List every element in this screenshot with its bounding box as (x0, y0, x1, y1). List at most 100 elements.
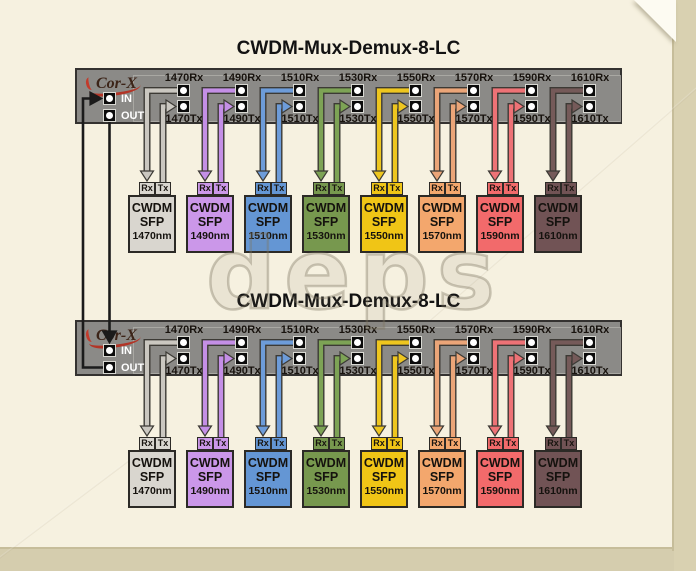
sfp-line: CWDM (247, 456, 289, 470)
page-margin-bottom (0, 549, 674, 571)
channel-tx-port (293, 100, 306, 113)
sfp-line: CWDM (305, 201, 347, 215)
sfp-rx-connector: Rx (255, 182, 271, 195)
sfp-line: CWDM (131, 456, 173, 470)
in-port (103, 92, 116, 105)
sfp-line: CWDM (247, 201, 289, 215)
card-edge-bottom (0, 547, 674, 549)
sfp-rx-connector: Rx (429, 437, 445, 450)
channel-tx-label: 1570Tx (455, 365, 493, 377)
sfp-line: CWDM (479, 456, 521, 470)
channel-tx-port (583, 100, 596, 113)
channel-rx-label: 1590Rx (512, 72, 552, 84)
device-title: CWDM-Mux-Demux-8-LC (236, 38, 461, 59)
sfp-rx-connector: Rx (139, 182, 155, 195)
in-label: IN (121, 93, 132, 105)
channel-rx-label: 1610Rx (570, 324, 610, 336)
sfp-line: SFP (429, 470, 455, 484)
channel-rx-label: 1470Rx (164, 72, 204, 84)
channel-rx-port (293, 84, 306, 97)
channel-rx-label: 1570Rx (454, 324, 494, 336)
card-edge-right (672, 0, 674, 551)
sfp-line: 1570nm (422, 485, 462, 497)
channel-tx-label: 1470Tx (165, 365, 203, 377)
channel-rx-label: 1470Rx (164, 324, 204, 336)
channel-tx-port (467, 100, 480, 113)
out-label: OUT (121, 362, 145, 374)
channel-rx-port (525, 336, 538, 349)
sfp-line: 1510nm (248, 230, 288, 242)
sfp-rx-connector: Rx (197, 437, 213, 450)
channel-tx-port (351, 100, 364, 113)
device-title: CWDM-Mux-Demux-8-LC (236, 291, 461, 312)
sfp-rx-connector: Rx (545, 182, 561, 195)
brand-text: Cor-X (96, 75, 137, 92)
channel-tx-label: 1470Tx (165, 113, 203, 125)
sfp-line: SFP (255, 470, 281, 484)
sfp-line: 1570nm (422, 230, 462, 242)
sfp-tx-connector: Tx (213, 182, 229, 195)
sfp-line: 1530nm (306, 230, 346, 242)
sfp-line: SFP (313, 215, 339, 229)
sfp-line: CWDM (189, 201, 231, 215)
channel-rx-port (177, 336, 190, 349)
channel-rx-label: 1550Rx (396, 72, 436, 84)
channel-tx-label: 1590Tx (513, 113, 551, 125)
channel-tx-label: 1530Tx (339, 113, 377, 125)
sfp-tx-connector: Tx (387, 182, 403, 195)
channel-rx-label: 1590Rx (512, 324, 552, 336)
channel-tx-label: 1610Tx (571, 365, 609, 377)
sfp-tx-connector: Tx (561, 437, 577, 450)
page-corner-fold (634, 0, 676, 42)
channel-tx-port (583, 352, 596, 365)
sfp-line: SFP (545, 470, 571, 484)
sfp-line: CWDM (363, 456, 405, 470)
sfp-tx-connector: Tx (329, 182, 345, 195)
sfp-rx-connector: Rx (487, 182, 503, 195)
sfp-line: CWDM (421, 201, 463, 215)
channel-rx-label: 1570Rx (454, 72, 494, 84)
sfp-line: CWDM (363, 201, 405, 215)
out-port (103, 361, 116, 374)
sfp-line: 1550nm (364, 485, 404, 497)
sfp-line: 1610nm (538, 230, 578, 242)
sfp-rx-connector: Rx (371, 437, 387, 450)
sfp-tx-connector: Tx (561, 182, 577, 195)
sfp-rx-connector: Rx (487, 437, 503, 450)
sfp-tx-connector: Tx (155, 182, 171, 195)
channel-rx-label: 1490Rx (222, 72, 262, 84)
sfp-line: 1490nm (190, 485, 230, 497)
channel-rx-port (409, 84, 422, 97)
sfp-line: 1470nm (132, 485, 172, 497)
sfp-line: 1490nm (190, 230, 230, 242)
channel-tx-port (235, 352, 248, 365)
channel-tx-label: 1490Tx (223, 113, 261, 125)
sfp-line: SFP (429, 215, 455, 229)
channel-rx-port (467, 84, 480, 97)
channel-rx-label: 1530Rx (338, 72, 378, 84)
sfp-line: CWDM (537, 201, 579, 215)
channel-rx-port (177, 84, 190, 97)
channel-tx-label: 1570Tx (455, 113, 493, 125)
sfp-rx-connector: Rx (371, 182, 387, 195)
channel-tx-port (351, 352, 364, 365)
in-label: IN (121, 345, 132, 357)
channel-tx-port (177, 352, 190, 365)
sfp-line: CWDM (421, 456, 463, 470)
sfp-line: SFP (545, 215, 571, 229)
sfp-line: 1610nm (538, 485, 578, 497)
sfp-tx-connector: Tx (503, 182, 519, 195)
sfp-line: SFP (197, 470, 223, 484)
channel-rx-port (409, 336, 422, 349)
sfp-tx-connector: Tx (213, 437, 229, 450)
